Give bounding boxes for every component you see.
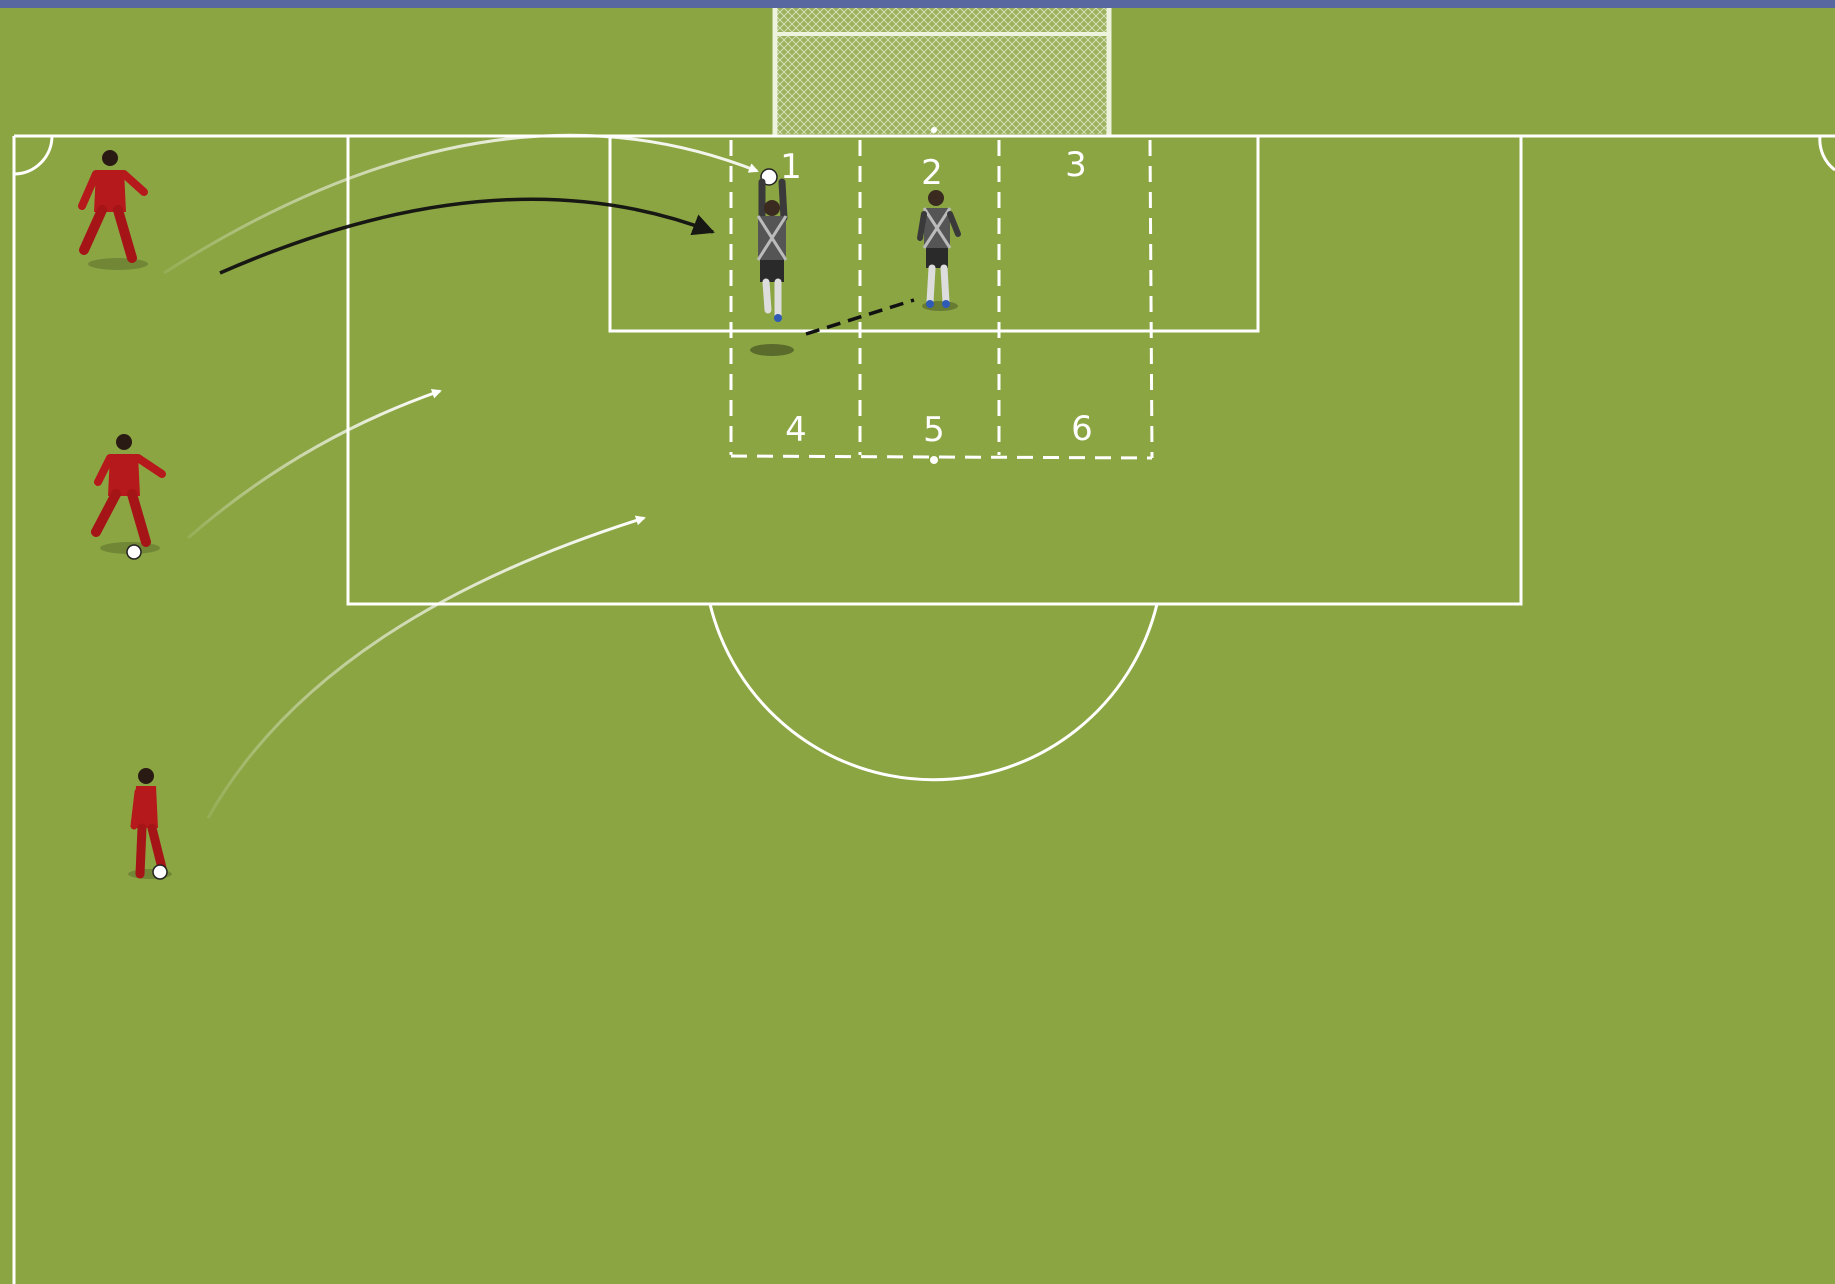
zone-label-4: 4 xyxy=(785,410,807,450)
goal-center-mark xyxy=(931,127,937,133)
penalty-spot xyxy=(930,456,938,464)
zone-label-6: 6 xyxy=(1071,409,1093,449)
zone-label-3: 3 xyxy=(1065,145,1087,185)
ball xyxy=(153,865,167,879)
zone-label-5: 5 xyxy=(923,410,945,450)
top-bar xyxy=(0,0,1835,8)
zone-label-2: 2 xyxy=(921,153,943,193)
goal xyxy=(774,8,1110,136)
ball xyxy=(127,545,141,559)
